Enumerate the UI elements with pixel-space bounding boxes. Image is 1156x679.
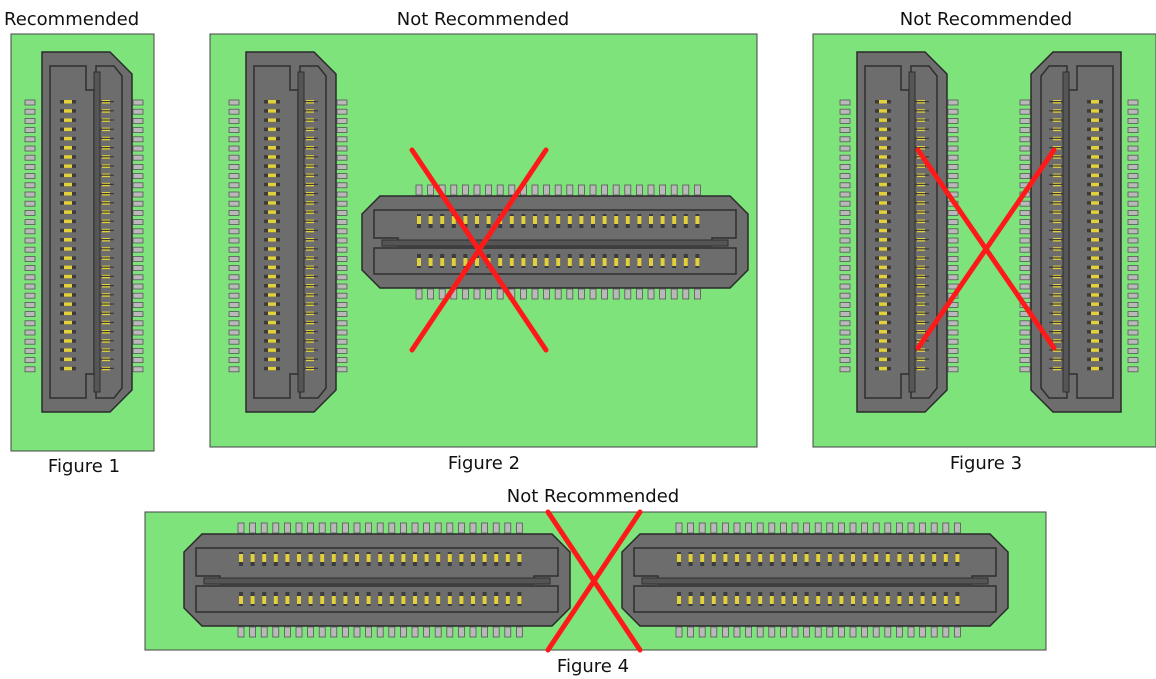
figure-1-heading: Recommended [4,9,139,30]
figure-3-connector-right [1019,51,1139,413]
figure-1-connector [24,51,144,413]
figure-4-connector-right [621,522,1009,638]
figure-2-connector-vertical [228,51,348,413]
figure-2-caption: Figure 2 [448,453,520,474]
figure-3-heading: Not Recommended [900,9,1072,30]
figure-3-caption: Figure 3 [950,453,1022,474]
figure-2-heading: Not Recommended [397,9,569,30]
figure-4-connector-left [183,522,571,638]
figure-1: Recommended Figure 1 [4,9,155,477]
figure-4-caption: Figure 4 [557,656,629,677]
figure-3-red-x-mark [915,147,1057,351]
figure-1-caption: Figure 1 [48,456,120,477]
figure-2: Not Recommended Figure 2 [209,9,758,474]
figure-4: Not Recommended Figure 4 [144,486,1047,677]
figure-4-red-x-mark [545,509,643,653]
figure-2-connector-horizontal [361,184,749,300]
figure-2-red-x-mark [409,147,549,353]
figure-3: Not Recommended Figure 3 [812,9,1156,474]
figure-3-connector-left [839,51,959,413]
figure-4-heading: Not Recommended [507,486,679,507]
